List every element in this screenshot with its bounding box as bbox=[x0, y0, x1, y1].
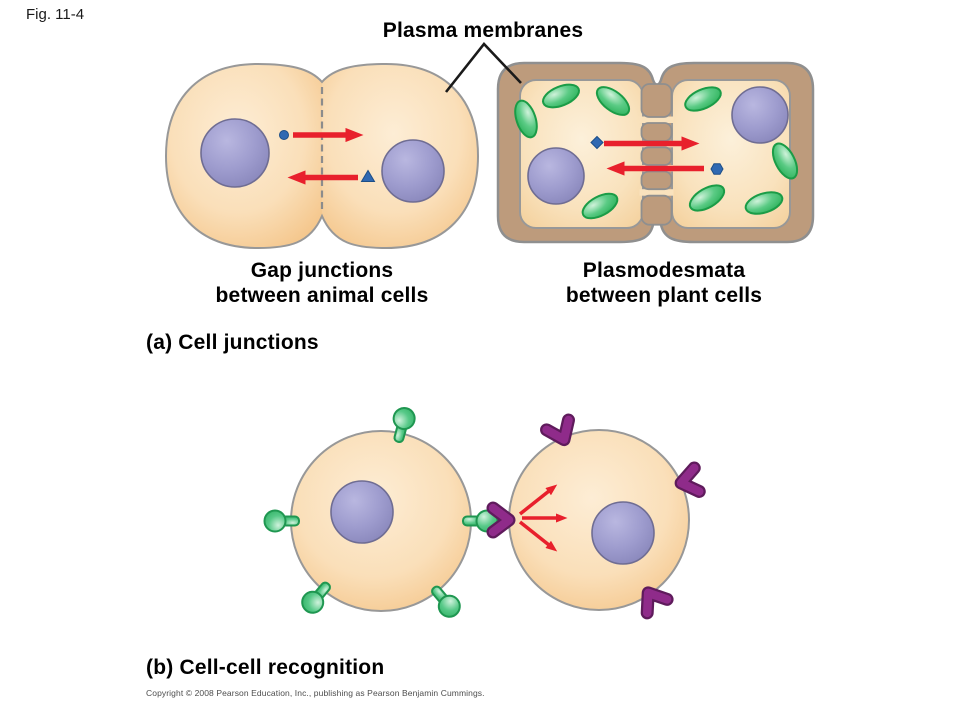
plasma-membranes-pointer-lines bbox=[444, 42, 522, 93]
animal-cells-diagram bbox=[164, 62, 480, 250]
cell-wall-block bbox=[640, 122, 673, 142]
plasma-membranes-label: Plasma membranes bbox=[382, 19, 584, 42]
signal-arrow-icon bbox=[518, 484, 558, 516]
signal-arrows bbox=[518, 484, 568, 552]
figure-number-label: Fig. 11-4 bbox=[26, 6, 85, 23]
chloroplast-icon bbox=[688, 184, 726, 212]
plasmodesma-channel bbox=[639, 189, 674, 196]
chloroplast-icon bbox=[595, 86, 631, 116]
chloroplast-icon bbox=[542, 83, 580, 109]
recognition-nucleus-left bbox=[330, 480, 394, 544]
cell-wall-stub-top bbox=[640, 83, 673, 118]
solute-hexagon-blue bbox=[710, 163, 724, 175]
chloroplast-icon bbox=[514, 99, 538, 139]
chloroplast-icon bbox=[684, 86, 722, 112]
gap-junctions-caption-line1: Gap junctions bbox=[250, 259, 394, 282]
panel-a-label: (a) Cell junctions bbox=[146, 331, 319, 354]
copyright-line: Copyright © 2008 Pearson Education, Inc.… bbox=[146, 688, 485, 698]
animal-nucleus-left bbox=[200, 118, 270, 188]
plant-nucleus-right bbox=[731, 86, 789, 144]
cell-wall-block bbox=[640, 146, 673, 166]
chloroplasts bbox=[514, 83, 799, 220]
animal-nucleus-right bbox=[381, 139, 445, 203]
recognition-nucleus-right bbox=[591, 501, 655, 565]
gap-junctions-caption-line2: between animal cells bbox=[215, 284, 429, 307]
plasmodesmata-caption-line2: between plant cells bbox=[565, 284, 763, 307]
cell-wall-block bbox=[640, 170, 673, 191]
chloroplast-icon bbox=[581, 192, 619, 220]
signal-arrow-icon bbox=[518, 520, 558, 552]
gap-junctions-caption: Gap junctions between animal cells bbox=[162, 258, 482, 308]
plasmodesmata-caption: Plasmodesmata between plant cells bbox=[504, 258, 824, 308]
cell-wall-stub-bottom bbox=[640, 194, 673, 226]
solute-triangle-blue bbox=[360, 169, 376, 182]
plasmodesmata-channels bbox=[639, 83, 674, 226]
solute-dot-blue bbox=[279, 130, 289, 140]
plasmodesmata-caption-line1: Plasmodesmata bbox=[582, 259, 746, 282]
chloroplast-icon bbox=[771, 142, 799, 180]
plant-cells-diagram bbox=[496, 61, 815, 244]
purple-receptor-icon bbox=[638, 586, 667, 613]
animal-cells-membrane-outline bbox=[164, 62, 480, 250]
panel-b-label: (b) Cell-cell recognition bbox=[146, 656, 385, 679]
chloroplast-icon bbox=[744, 191, 784, 215]
plasmodesma-channel bbox=[639, 116, 674, 123]
solute-diamond-blue bbox=[590, 135, 604, 150]
cell-recognition-diagram bbox=[263, 404, 700, 623]
plant-nucleus-left bbox=[527, 147, 585, 205]
